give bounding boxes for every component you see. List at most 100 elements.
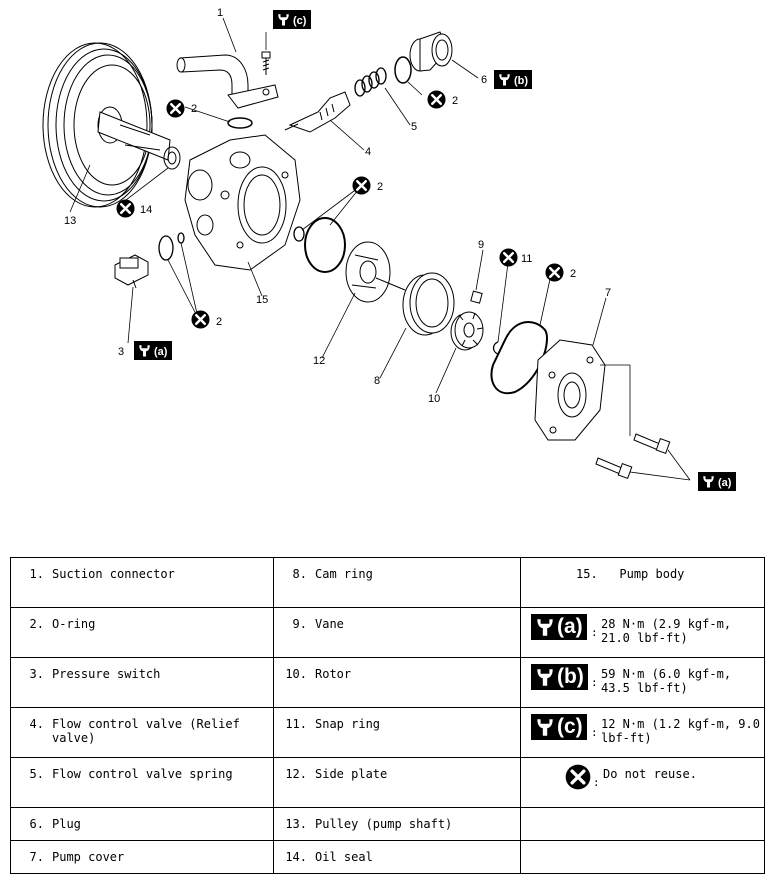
snap-ring-part: [492, 341, 499, 355]
svg-text:(b): (b): [514, 75, 528, 87]
item-number: 5.: [29, 767, 44, 781]
item-label: Pump body: [619, 567, 685, 581]
item-number: 4.: [29, 717, 44, 731]
item-number: 14.: [285, 850, 307, 864]
torque-badge-a: (a): [134, 341, 172, 360]
item-number: 3.: [29, 667, 44, 681]
item-label: Pulley (pump shaft): [315, 817, 453, 831]
item-label: Oil seal: [315, 850, 373, 864]
callout-15: 15: [256, 294, 268, 306]
callout-5: 5: [411, 121, 417, 133]
callout-10: 10: [428, 393, 440, 405]
cam-ring-part: [402, 272, 455, 336]
leader-lines: [69, 17, 691, 481]
table-row: 5. Flow control valve spring 12. Side plat…: [10, 757, 765, 808]
plug-part: [409, 31, 453, 72]
torque-badge-a: (a): [698, 472, 736, 491]
item-label: O-ring: [52, 617, 96, 631]
do-not-reuse-icon: [565, 764, 591, 790]
callout-2: 2: [191, 103, 197, 115]
suction-connector-part: [176, 54, 279, 109]
item-number: 6.: [29, 817, 44, 831]
callout-6: 6: [481, 74, 487, 86]
svg-text:(a): (a): [718, 477, 732, 489]
item-label: Side plate: [315, 767, 388, 781]
callout-9: 9: [478, 239, 484, 251]
exploded-view-diagram: (c) (b) (a) (a) 1 2 2 2 2 2 3 4 5 6 7 8 …: [42, 7, 736, 491]
item-label: Pump cover: [52, 850, 125, 864]
do-not-reuse-icon: [191, 310, 210, 329]
valve-spring-part: [354, 67, 387, 97]
flow-control-valve-part: [284, 91, 351, 133]
item-label: Rotor: [315, 667, 352, 681]
item-label: Flow control valve spring: [52, 767, 233, 781]
do-not-reuse-text: Do not reuse.: [603, 767, 697, 781]
torque-key-a-icon: (a): [531, 614, 587, 640]
item-label: Pressure switch: [52, 667, 161, 681]
side-plate-part: [345, 241, 406, 303]
o-ring-part: [304, 217, 346, 273]
vane-part: [470, 290, 483, 304]
oil-seal-part: [163, 146, 181, 170]
callout-14: 14: [140, 204, 152, 216]
do-not-reuse-icon: [545, 263, 564, 282]
torque-spec: 59 N·m (6.0 kgf-m, 43.5 lbf-ft): [601, 667, 732, 695]
rotor-part: [450, 311, 484, 351]
pressure-switch-part: [114, 254, 149, 289]
table-row: 3.Pressure switch 10.Rotor (b) : 59 N·m …: [10, 657, 765, 708]
torque-key-c-icon: (c): [531, 714, 587, 740]
item-label: Flow control valve (Relief valve): [52, 717, 240, 745]
torque-badge-b: (b): [494, 70, 532, 89]
svg-text:(c): (c): [293, 15, 307, 27]
callout-2: 2: [377, 181, 383, 193]
item-label: Snap ring: [315, 717, 381, 731]
item-number: 2.: [29, 617, 44, 631]
callout-8: 8: [374, 375, 380, 387]
callout-13: 13: [64, 215, 76, 227]
torque-spec: 28 N·m (2.9 kgf-m, 21.0 lbf-ft): [601, 617, 732, 645]
callout-2: 2: [570, 268, 576, 280]
item-number: 8.: [292, 567, 307, 581]
torque-spec: 12 N·m (1.2 kgf-m, 9.0 lbf-ft): [601, 717, 760, 745]
callout-11: 11: [521, 253, 532, 265]
item-label: Suction connector: [52, 567, 175, 581]
callout-7: 7: [605, 287, 611, 299]
torque-key-b-icon: (b): [531, 664, 588, 690]
item-number: 13.: [285, 817, 307, 831]
do-not-reuse-icon: [166, 99, 185, 118]
o-ring-part: [394, 56, 412, 84]
callout-4: 4: [365, 146, 371, 158]
item-number: 12.: [285, 767, 307, 781]
item-number: 10.: [285, 667, 307, 681]
o-ring-part: [158, 235, 174, 261]
callout-12: 12: [313, 355, 325, 367]
item-number: 11.: [285, 717, 307, 731]
item-number: 1.: [29, 567, 44, 581]
item-label: Vane: [315, 617, 344, 631]
o-ring-part: [177, 232, 185, 244]
parts-legend-table: 1. Suction connector 8. Cam ring 15. Pump …: [10, 557, 765, 874]
svg-text:(a): (a): [154, 346, 168, 358]
table-row: 2.O-ring 9.Vane (a) : 28 N·m (2.9 kgf-m,…: [10, 607, 765, 658]
callout-1: 1: [217, 7, 223, 19]
item-label: Cam ring: [315, 567, 373, 581]
item-number: 9.: [292, 617, 307, 631]
cover-bolts-part: [595, 433, 671, 479]
item-number: 7.: [29, 850, 44, 864]
pulley-part: [42, 42, 171, 208]
o-ring-part: [227, 117, 253, 129]
o-ring-part: [293, 226, 305, 242]
callout-2: 2: [216, 316, 222, 328]
pump-cover-part: [534, 339, 606, 441]
table-row: 6. Plug 13. Pulley (pump shaft): [10, 807, 765, 841]
item-number: 15.: [576, 567, 598, 581]
table-row: 1. Suction connector 8. Cam ring 15. Pump …: [10, 557, 765, 608]
table-row: 7. Pump cover 14. Oil seal: [10, 840, 765, 874]
torque-badge-c: (c): [273, 10, 311, 29]
do-not-reuse-icon: [427, 90, 446, 109]
bolt-c-part: [261, 51, 271, 75]
do-not-reuse-icon: [499, 248, 518, 267]
item-label: Plug: [52, 817, 81, 831]
do-not-reuse-icon: [352, 176, 371, 195]
pump-body-part: [184, 134, 301, 271]
